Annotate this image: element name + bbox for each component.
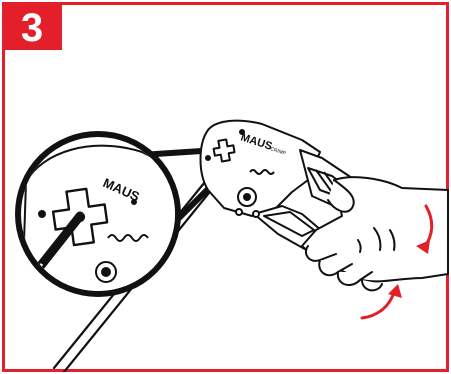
arrow-up-head	[388, 284, 402, 298]
tool-head	[201, 121, 321, 216]
zoom-detail-circle: MAUS	[2, 134, 192, 314]
step-badge: 3	[2, 2, 62, 50]
arrow-up-icon	[362, 292, 394, 318]
step-number: 3	[21, 6, 43, 50]
